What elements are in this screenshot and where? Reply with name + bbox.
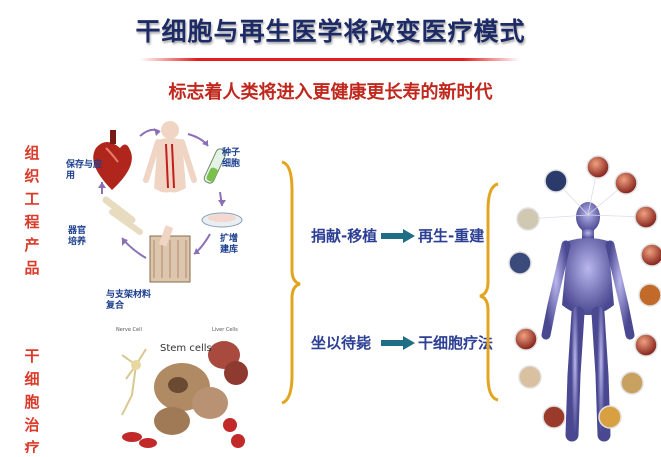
body-organs-graphic bbox=[508, 155, 661, 442]
tissue-engineering-diagram: 保存与应用 种子细胞 器官培养 扩增建库 与支架材料复合 bbox=[62, 108, 272, 320]
stem-cell-therapy-label: 干细胞治疗 bbox=[24, 347, 40, 453]
stem-cells-illustration: Nerve Cell Liver Cells Stem cells bbox=[112, 325, 252, 453]
organ-culture-label: 器官培养 bbox=[68, 226, 87, 247]
expand-bank-label: 扩增建库 bbox=[220, 234, 239, 255]
stem-cell-cluster-icon bbox=[154, 363, 228, 435]
scaffold-composite-label: 与支架材料复合 bbox=[106, 290, 152, 311]
human-figure-icon bbox=[143, 121, 197, 193]
arrow-right-icon bbox=[381, 336, 415, 350]
blood-cell-icon bbox=[122, 418, 245, 448]
left-brace-icon bbox=[281, 160, 301, 405]
donation-transplant-text: 捐献-移植 bbox=[311, 227, 378, 245]
cycle-arrowheads bbox=[98, 128, 226, 254]
stem-cells-graphic bbox=[121, 341, 248, 448]
tissue-cycle-illustration bbox=[93, 121, 243, 283]
seed-cells-label: 种子细胞 bbox=[222, 148, 241, 169]
organ-circle-icons bbox=[508, 155, 661, 429]
tissue-engineering-label: 组织工程产品 bbox=[24, 144, 40, 277]
stem-cells-caption: Stem cells bbox=[160, 343, 212, 354]
nerve-cell-caption: Nerve Cell bbox=[116, 327, 142, 333]
title-divider bbox=[140, 58, 520, 61]
liver-cells-caption: Liver Cells bbox=[212, 327, 238, 333]
regeneration-text: 再生-重建 bbox=[418, 227, 485, 245]
page-title: 干细胞与再生医学将改变医疗模式 bbox=[135, 17, 526, 46]
arrow-right-icon bbox=[381, 229, 415, 243]
nerve-cell-icon bbox=[121, 348, 147, 416]
bone-icon bbox=[102, 196, 143, 235]
petri-dish-icon bbox=[201, 212, 243, 228]
preserve-apply-label: 保存与应用 bbox=[66, 160, 103, 181]
human-body-icon bbox=[541, 202, 635, 442]
body-organs-illustration bbox=[506, 155, 661, 453]
waiting-text: 坐以待毙 bbox=[311, 334, 372, 352]
page-subtitle: 标志着人类将进入更健康更长寿的新时代 bbox=[168, 82, 493, 103]
liver-cell-icon bbox=[208, 341, 248, 385]
scaffold-block-icon bbox=[149, 225, 191, 283]
nerve-body-icon bbox=[131, 360, 141, 370]
stem-cell-therapy-text: 干细胞疗法 bbox=[418, 334, 494, 352]
heart-icon bbox=[93, 130, 132, 190]
test-tube-icon bbox=[203, 148, 227, 184]
right-brace-icon bbox=[479, 182, 499, 402]
